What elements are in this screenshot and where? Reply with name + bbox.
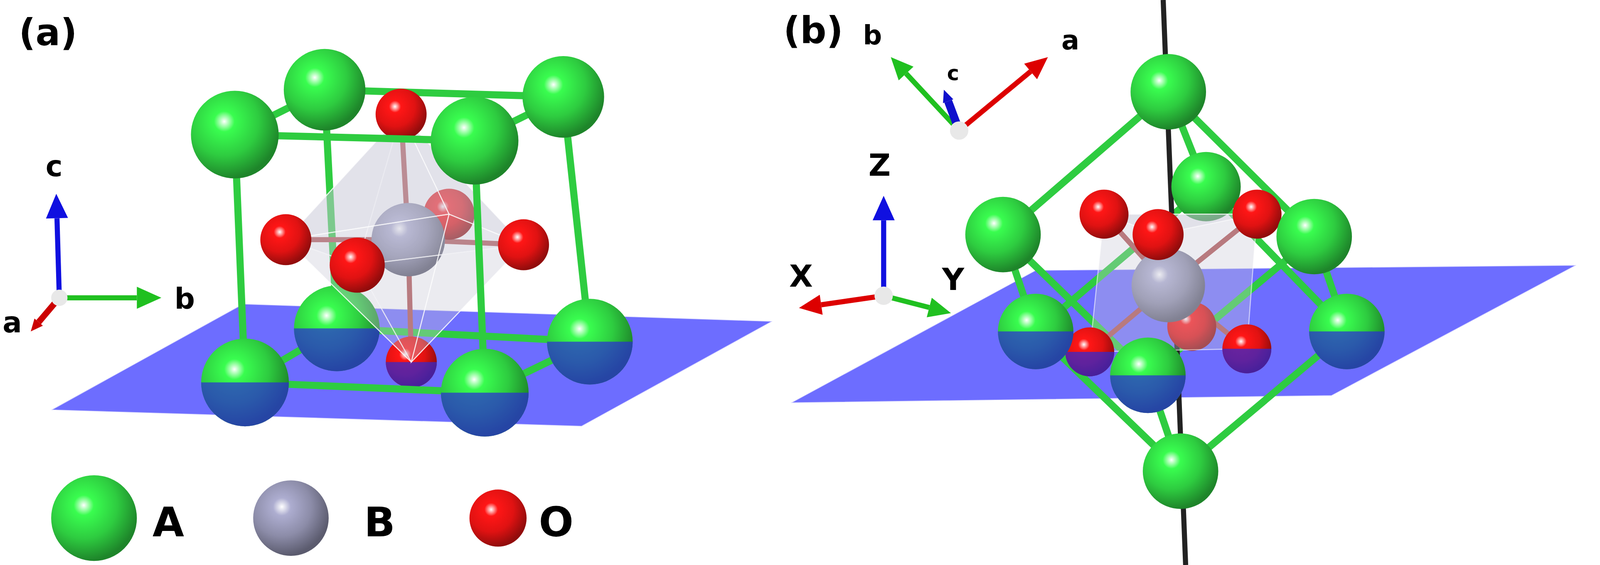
plane-cut: [440, 392, 529, 437]
plane-cut: [997, 331, 1074, 370]
a-site-atom: [965, 196, 1042, 273]
arrow-head: [926, 297, 951, 318]
arrow-head: [46, 193, 69, 219]
oxygen-atom: [1132, 209, 1184, 261]
axis-label: a: [2, 308, 22, 338]
a-site-atom: [546, 298, 633, 385]
arrow-head: [136, 286, 162, 309]
a-site-atom: [283, 49, 366, 131]
plane-cut: [293, 328, 380, 372]
axis-label: Y: [942, 264, 965, 296]
arrow-head: [1024, 56, 1048, 79]
oxygen-atom: [1232, 189, 1282, 239]
a-site-atom: [201, 338, 289, 427]
a-site-atom: [1171, 152, 1241, 222]
plane-cut: [1110, 375, 1186, 414]
arrow-head: [30, 318, 43, 332]
axis-arrow: [959, 71, 1031, 131]
arrow-head: [942, 89, 954, 104]
axis-arrow: [56, 218, 60, 298]
a-site-atom: [440, 349, 529, 437]
a-site-atom: [522, 56, 604, 138]
axis-origin: [950, 121, 969, 140]
axis-label: a: [1061, 27, 1080, 55]
oxygen-atom: [1079, 189, 1129, 239]
axis-origin: [51, 289, 68, 306]
legend-label: O: [538, 502, 574, 543]
plane-cut: [1065, 352, 1115, 377]
a-site-atom: [1130, 54, 1207, 130]
axis-arrow: [821, 295, 884, 306]
plane-cut: [1309, 331, 1385, 370]
oxygen-atom: [329, 237, 385, 293]
axis-label: b: [174, 284, 195, 314]
plane-cut: [1222, 349, 1272, 374]
legend-label: A: [152, 502, 185, 543]
oxygen-atom: [1222, 324, 1272, 374]
a-site-atom: [430, 96, 519, 185]
plane-cut: [546, 341, 633, 385]
legend-swatch: [253, 480, 329, 557]
panel-label: (a): [18, 14, 77, 51]
axis-label: c: [45, 152, 63, 181]
axis-label: X: [789, 261, 813, 293]
plane-cut: [385, 361, 437, 388]
legend-label: B: [364, 502, 396, 543]
oxygen-atom: [260, 214, 312, 266]
a-site-atom: [1142, 433, 1219, 510]
panel-label: (b): [783, 12, 844, 49]
axis-label: Z: [868, 150, 891, 181]
legend-swatch: [51, 475, 137, 562]
a-site-atom: [1110, 337, 1186, 414]
a-site-atom: [190, 90, 279, 179]
axis-arrow: [881, 220, 887, 296]
axis-origin: [874, 286, 893, 306]
plane-cut: [201, 382, 289, 427]
oxygen-atom: [375, 88, 427, 141]
a-site-atom: [997, 293, 1074, 370]
arrow-head: [872, 195, 895, 221]
axis-label: c: [947, 63, 960, 84]
axis-label: b: [862, 22, 882, 50]
legend: [51, 475, 527, 562]
arrow-head: [890, 56, 914, 81]
oxygen-atom: [497, 219, 549, 271]
arrow-head: [799, 295, 823, 316]
a-site-atom: [1276, 199, 1352, 275]
axis-arrow: [59, 295, 138, 301]
legend-swatch: [469, 489, 527, 547]
a-site-atom: [1309, 293, 1385, 370]
